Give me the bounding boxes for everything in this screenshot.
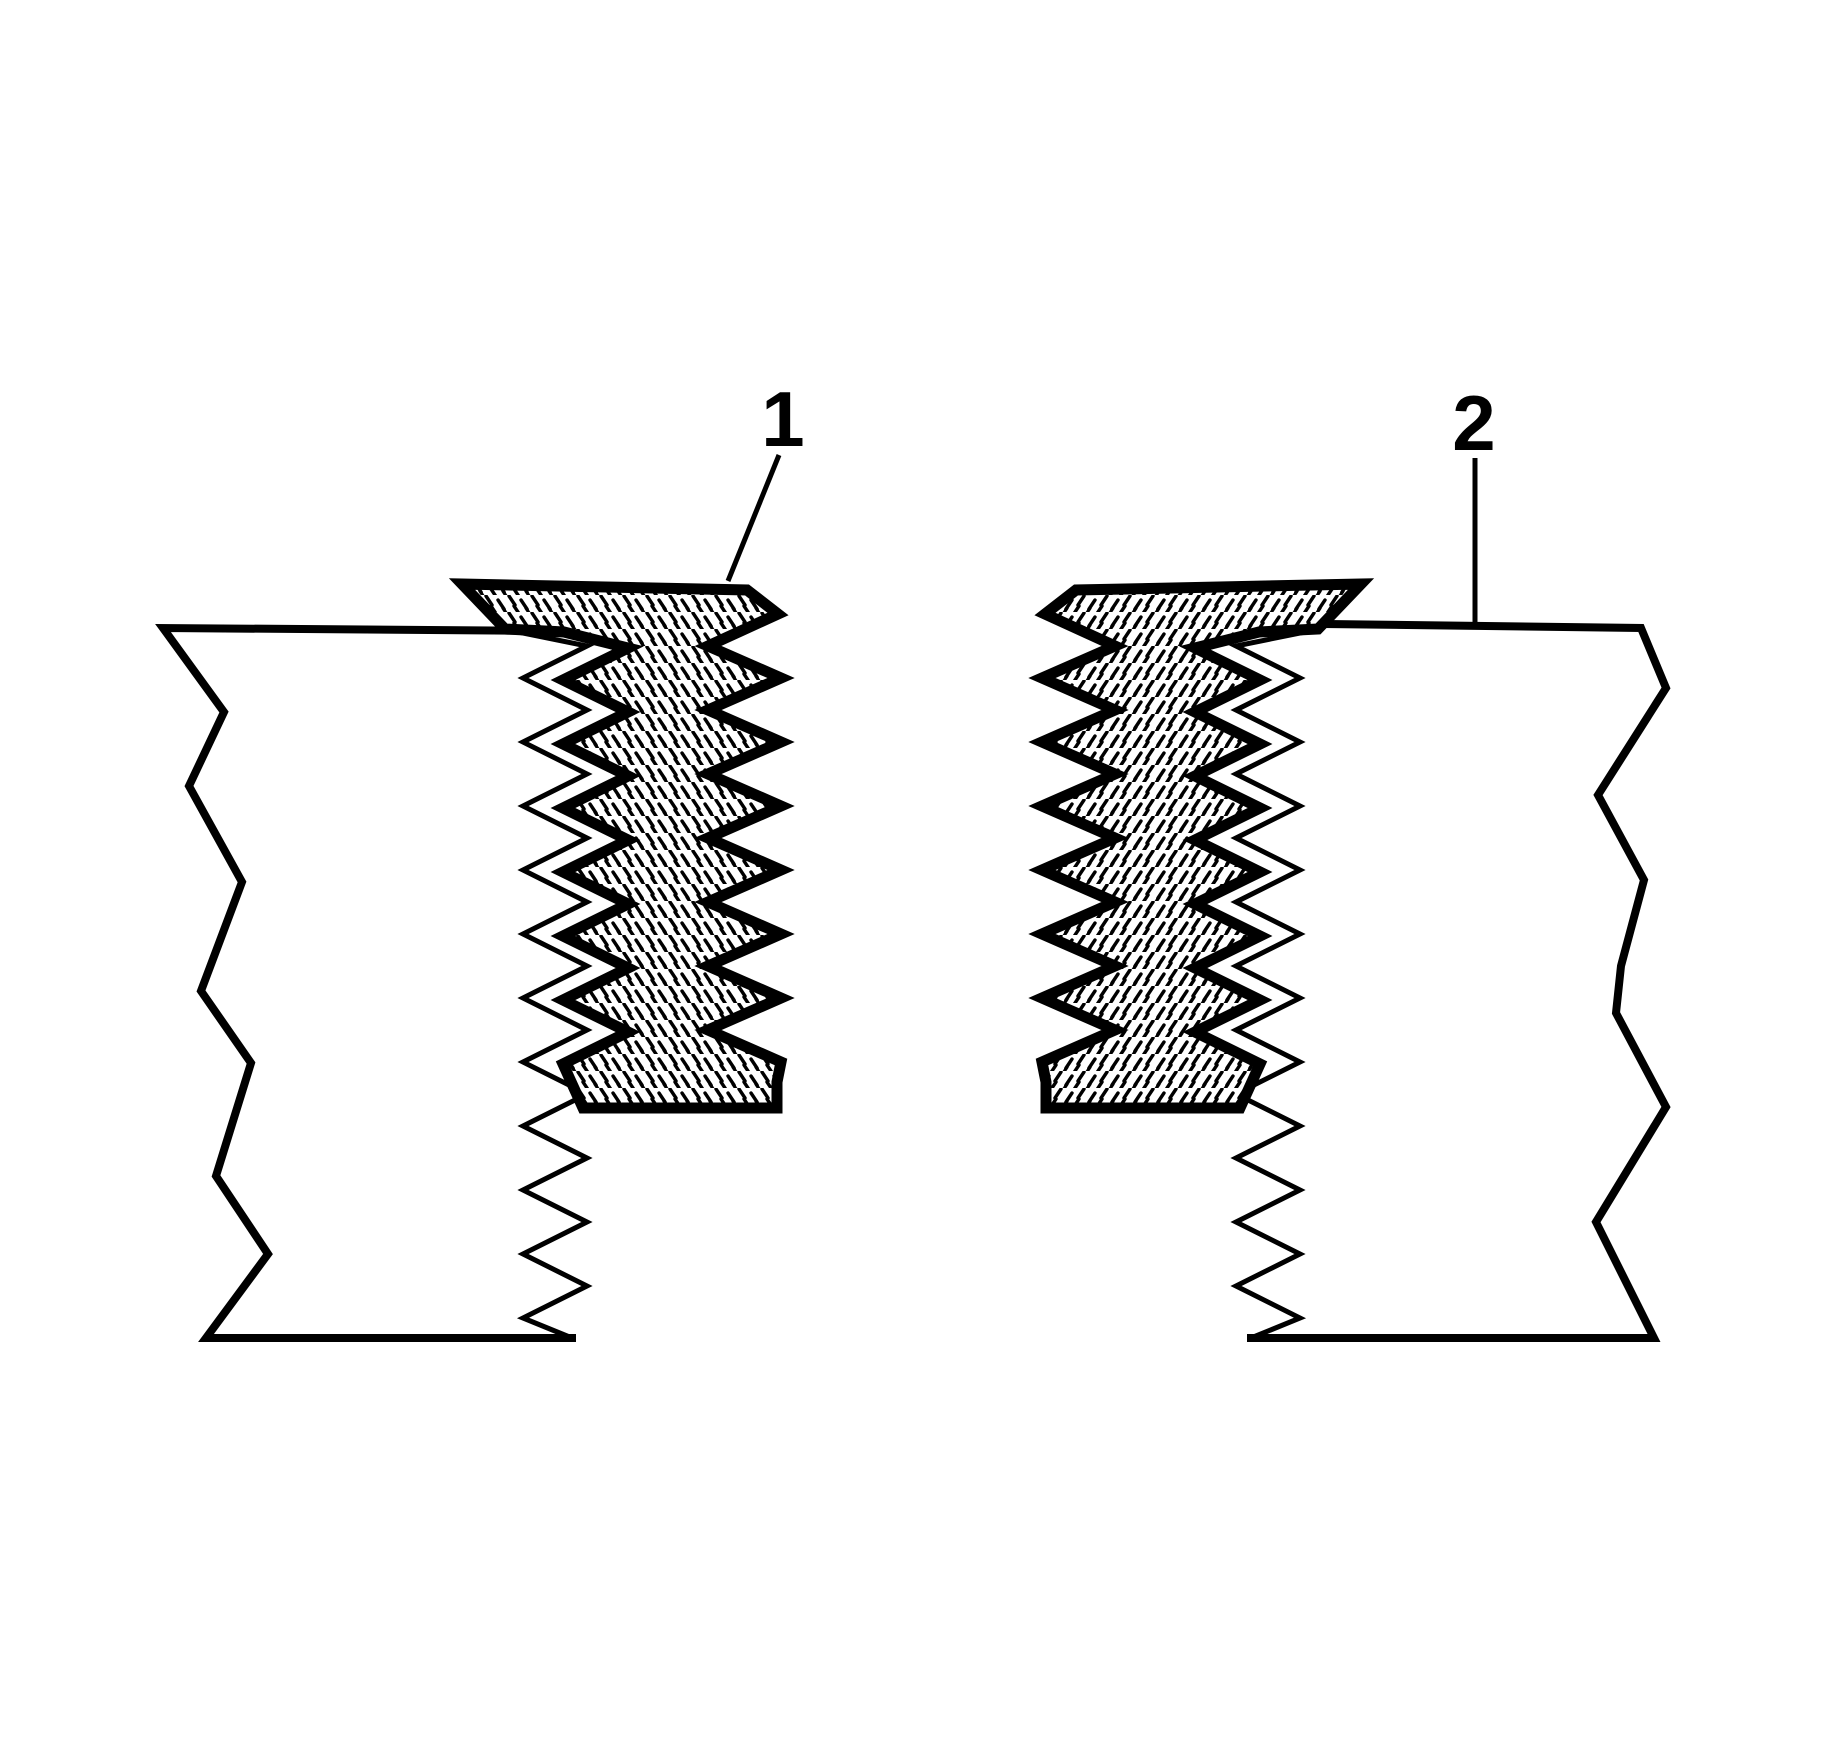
right-block-outline [1247,619,1671,1342]
right-bolt [1028,578,1375,1114]
left-bolt [448,578,795,1114]
callout-1-label: 1 [761,375,804,463]
left-base-material [155,623,595,1342]
right-internal-thread-line [1228,627,1316,1341]
left-block-outline [155,623,576,1342]
callout-1: 1 [725,375,805,582]
left-internal-thread-line [507,627,595,1341]
callout-2-label: 2 [1452,379,1495,467]
right-fastener-group [1028,578,1375,1341]
callout-1-leader-line [725,454,782,582]
callout-2: 2 [1452,379,1496,627]
